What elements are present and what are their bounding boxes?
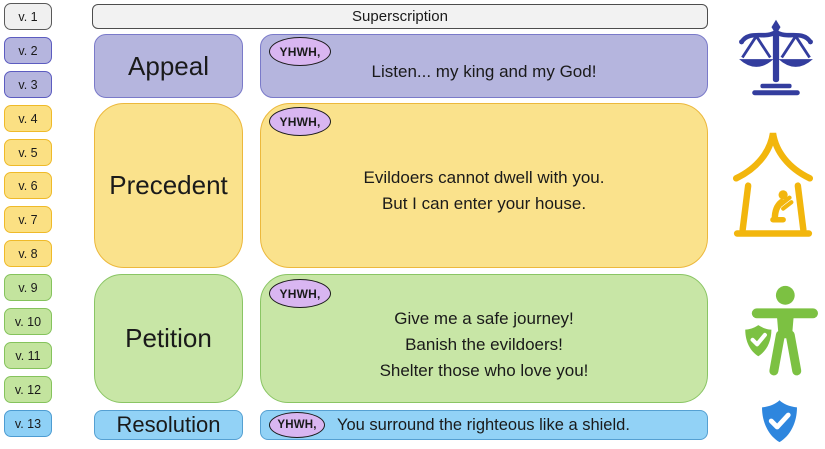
verse-box-4: v. 4 [4,105,52,132]
precedent-line-1: Evildoers cannot dwell with you. [363,167,605,187]
yhwh-oval-appeal: YHWH, [269,37,331,66]
petition-line-2: Banish the evildoers! [405,334,563,354]
verse-box-9: v. 9 [4,274,52,301]
verse-box-11: v. 11 [4,342,52,369]
section-content-resolution: YHWH, You surround the righteous like a … [260,410,708,440]
section-label-appeal: Appeal [94,34,243,98]
verse-box-6: v. 6 [4,172,52,199]
section-label-precedent: Precedent [94,103,243,268]
yhwh-oval-precedent: YHWH, [269,107,331,136]
shield-check-icon [756,398,803,444]
yhwh-oval-petition: YHWH, [269,279,331,308]
verse-box-5: v. 5 [4,139,52,166]
resolution-label-text: Resolution [116,412,221,437]
precedent-label-text: Precedent [109,170,228,200]
appeal-line-1: Listen... my king and my God! [371,62,597,81]
verse-box-2: v. 2 [4,37,52,64]
section-content-precedent: YHWH, Evildoers cannot dwell with you. B… [260,103,708,268]
section-label-resolution: Resolution [94,410,243,440]
verse-box-7: v. 7 [4,206,52,233]
superscription-label: Superscription [352,8,448,25]
petition-line-1: Give me a safe journey! [394,308,574,328]
person-with-shield-icon [733,283,818,382]
verse-box-13: v. 13 [4,410,52,437]
petition-label-text: Petition [125,323,212,353]
tent-prayer-icon [727,125,819,250]
section-content-petition: YHWH, Give me a safe journey! Banish the… [260,274,708,403]
section-content-appeal: YHWH, Listen... my king and my God! [260,34,708,98]
superscription-bar: Superscription [92,4,708,29]
verse-box-3: v. 3 [4,71,52,98]
scales-of-justice-icon [735,19,817,96]
verse-box-12: v. 12 [4,376,52,403]
verse-box-10: v. 10 [4,308,52,335]
section-label-petition: Petition [94,274,243,403]
precedent-line-2: But I can enter your house. [381,193,587,213]
resolution-line-1: You surround the righteous like a shield… [337,416,630,434]
petition-line-3: Shelter those who love you! [379,360,589,380]
verse-box-1: v. 1 [4,3,52,30]
yhwh-oval-resolution: YHWH, [269,412,325,438]
verse-box-8: v. 8 [4,240,52,267]
appeal-label-text: Appeal [128,50,209,81]
